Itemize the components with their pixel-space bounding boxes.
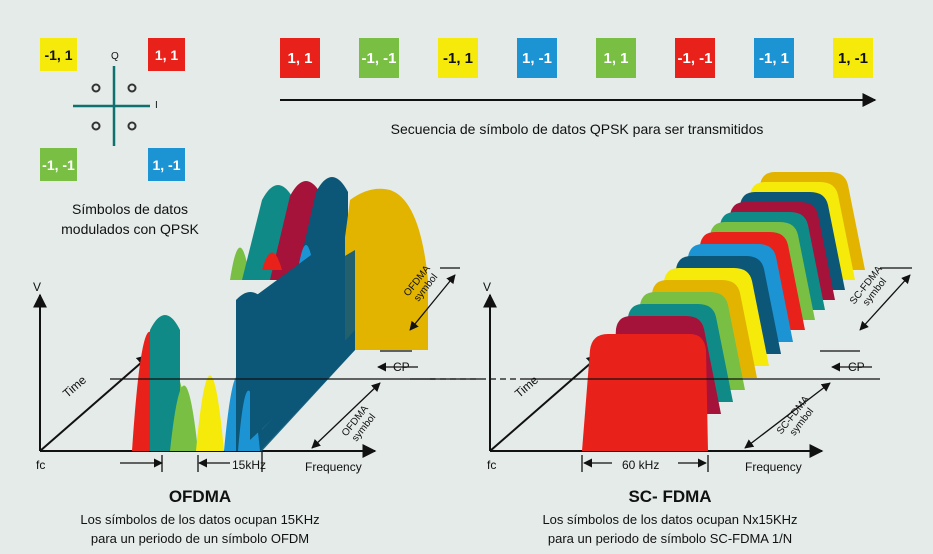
- scfdma-title: SC- FDMA: [628, 487, 712, 506]
- scfdma-cp-label: CP: [848, 360, 865, 374]
- ofdma-axis-fc: fc: [36, 458, 46, 472]
- ofdma-axis-v: V: [33, 280, 42, 294]
- constellation-symbol-tr: 1, 1: [148, 38, 185, 71]
- sequence-symbol-2: -1, -1: [359, 38, 399, 78]
- scfdma-plot: [483, 172, 912, 472]
- ofdma-plot: [33, 177, 480, 472]
- ofdma-subcarrier-label: 15kHz: [232, 458, 267, 472]
- constellation-axes: [73, 66, 150, 146]
- constellation-symbol-bl: -1, -1: [40, 148, 77, 181]
- sequence-symbol-7: -1, 1: [754, 38, 794, 78]
- ofdma-axis-frequency: Frequency: [305, 460, 362, 474]
- ofdma-title: OFDMA: [168, 487, 232, 506]
- constellation-symbol-br: 1, -1: [148, 148, 185, 181]
- constellation-axis-i: I: [155, 100, 158, 111]
- sequence-symbol-4: 1, -1: [517, 38, 557, 78]
- constellation-dots: [91, 83, 137, 131]
- constellation-caption: Símbolos de datos modulados con QPSK: [61, 201, 199, 237]
- sequence-symbol-8: 1, -1: [833, 38, 873, 78]
- sequence-symbol-1: 1, 1: [280, 38, 320, 78]
- constellation-symbol-tl: -1, 1: [40, 38, 77, 71]
- sequence-caption: Secuencia de símbolo de datos QPSK para …: [390, 121, 764, 137]
- sequence-symbol-6: -1, -1: [675, 38, 715, 78]
- scfdma-axis-frequency: Frequency: [745, 460, 802, 474]
- scfdma-bandwidth-label: 60 kHz: [622, 458, 660, 472]
- ofdma-cp-label: CP: [393, 360, 410, 374]
- constellation-axis-q: Q: [111, 51, 119, 62]
- scfdma-axis-v: V: [483, 280, 492, 294]
- ofdma-description: Los símbolos de los datos ocupan 15KHz p…: [80, 512, 320, 546]
- scfdma-axis-fc: fc: [487, 458, 497, 472]
- sequence-symbol-5: 1, 1: [596, 38, 636, 78]
- sequence-symbol-3: -1, 1: [438, 38, 478, 78]
- scfdma-description: Los símbolos de los datos ocupan Nx15KHz…: [542, 512, 798, 546]
